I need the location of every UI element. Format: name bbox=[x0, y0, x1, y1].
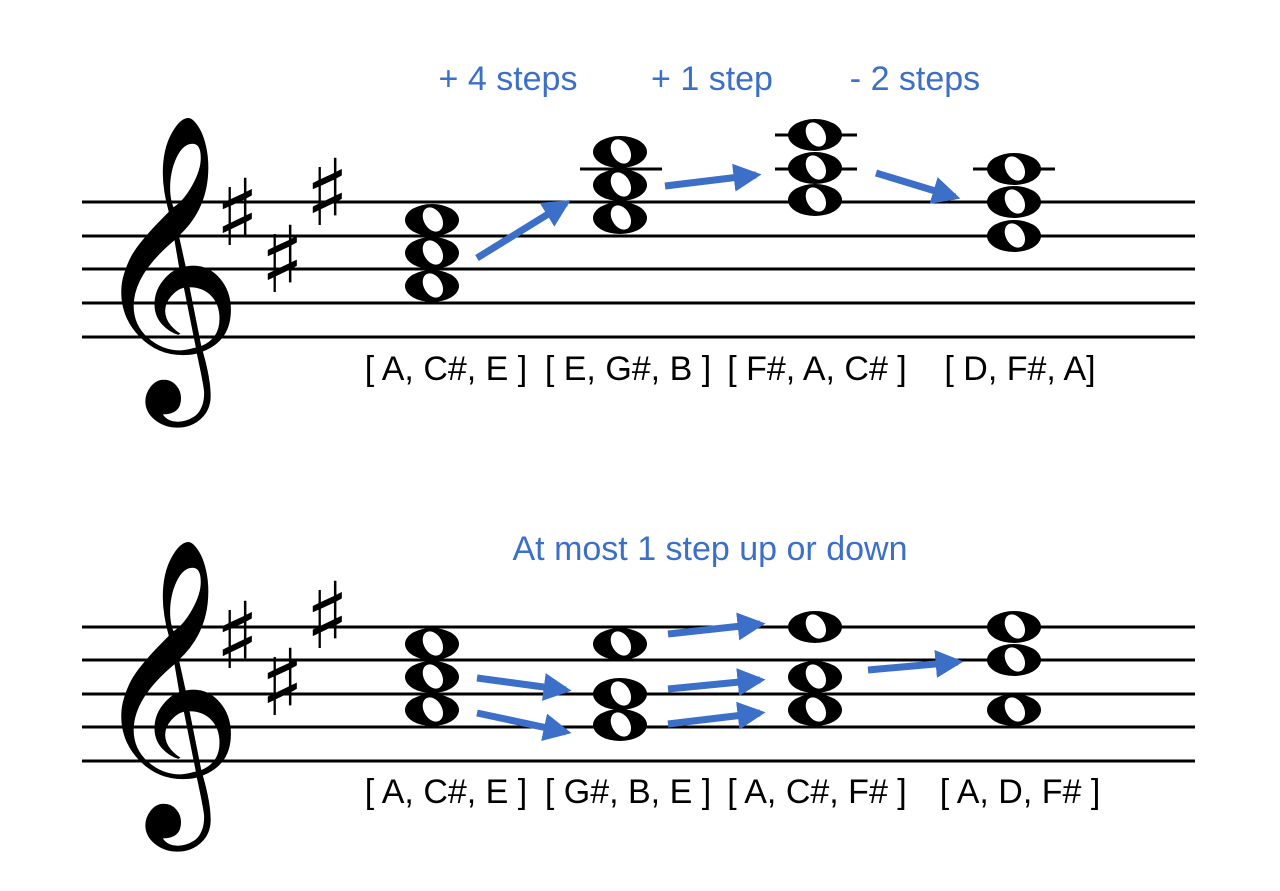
whole-note-icon bbox=[788, 183, 842, 216]
arrow-icon bbox=[874, 169, 961, 204]
chord-3 bbox=[788, 610, 842, 726]
chord-2 bbox=[593, 627, 647, 741]
key-signature: ♯ ♯ ♯ bbox=[215, 563, 350, 737]
whole-note-icon bbox=[405, 269, 459, 302]
chord-label-3: [ F#, A, C# ] bbox=[727, 350, 907, 388]
sharp-icon: ♯ bbox=[215, 160, 260, 267]
whole-note-icon bbox=[987, 185, 1041, 218]
key-signature: ♯ ♯ ♯ bbox=[215, 140, 350, 314]
whole-note-icon bbox=[788, 151, 842, 184]
whole-note-icon bbox=[593, 168, 647, 201]
chord-1 bbox=[405, 203, 459, 302]
arrow-icon bbox=[867, 650, 964, 678]
chord-label-1: [ A, C#, E ] bbox=[365, 350, 528, 388]
chord-label-3: [ A, C#, F# ] bbox=[727, 773, 907, 811]
caption: At most 1 step up or down bbox=[513, 530, 908, 568]
sharp-icon: ♯ bbox=[260, 630, 305, 737]
arrow-icon bbox=[667, 668, 766, 697]
whole-note-icon bbox=[788, 610, 842, 643]
chord-label-2: [ E, G#, B ] bbox=[545, 350, 711, 388]
arrow-icon bbox=[476, 673, 572, 701]
chord-4 bbox=[987, 610, 1041, 726]
chord-2 bbox=[580, 135, 662, 234]
whole-note-icon bbox=[405, 627, 459, 660]
whole-note-icon bbox=[405, 203, 459, 236]
whole-note-icon bbox=[987, 643, 1041, 676]
whole-note-icon bbox=[405, 660, 459, 693]
sharp-icon: ♯ bbox=[305, 563, 350, 670]
whole-note-icon bbox=[987, 152, 1041, 185]
treble-clef-icon: 𝄞 bbox=[90, 112, 244, 429]
whole-note-icon bbox=[593, 677, 647, 710]
whole-note-icon bbox=[593, 135, 647, 168]
whole-note-icon bbox=[987, 693, 1041, 726]
staff-system-2: At most 1 step up or down 𝄞 ♯ ♯ ♯ bbox=[82, 530, 1195, 853]
step-label-1: + 4 steps bbox=[439, 60, 578, 98]
arrow-icon bbox=[667, 612, 766, 641]
step-label-2: + 1 step bbox=[651, 60, 773, 98]
whole-note-icon bbox=[593, 708, 647, 741]
arrow-icon bbox=[476, 709, 572, 742]
arrow-icon bbox=[475, 200, 571, 261]
chord-4 bbox=[973, 152, 1055, 252]
whole-note-icon bbox=[788, 660, 842, 693]
step-label-3: - 2 steps bbox=[850, 60, 980, 98]
treble-clef-icon: 𝄞 bbox=[90, 536, 244, 853]
sharp-icon: ♯ bbox=[305, 140, 350, 247]
whole-note-icon bbox=[987, 610, 1041, 643]
sharp-icon: ♯ bbox=[260, 207, 305, 314]
chord-3 bbox=[775, 118, 857, 216]
arrow-icon bbox=[664, 163, 762, 192]
whole-note-icon bbox=[788, 118, 842, 151]
chord-label-1: [ A, C#, E ] bbox=[365, 773, 528, 811]
whole-note-icon bbox=[987, 219, 1041, 252]
chord-label-4: [ A, D, F# ] bbox=[940, 773, 1101, 811]
whole-note-icon bbox=[405, 236, 459, 269]
chord-1 bbox=[405, 627, 459, 726]
sharp-icon: ♯ bbox=[215, 583, 260, 690]
staff-system-1: 𝄞 ♯ ♯ ♯ + 4 steps + 1 step - 2 steps bbox=[82, 60, 1195, 429]
chord-label-2: [ G#, B, E ] bbox=[545, 773, 711, 811]
whole-note-icon bbox=[593, 201, 647, 234]
chord-label-4: [ D, F#, A] bbox=[944, 350, 1095, 388]
whole-note-icon bbox=[593, 627, 647, 660]
whole-note-icon bbox=[405, 693, 459, 726]
arrow-icon bbox=[667, 701, 766, 730]
whole-note-icon bbox=[788, 693, 842, 726]
